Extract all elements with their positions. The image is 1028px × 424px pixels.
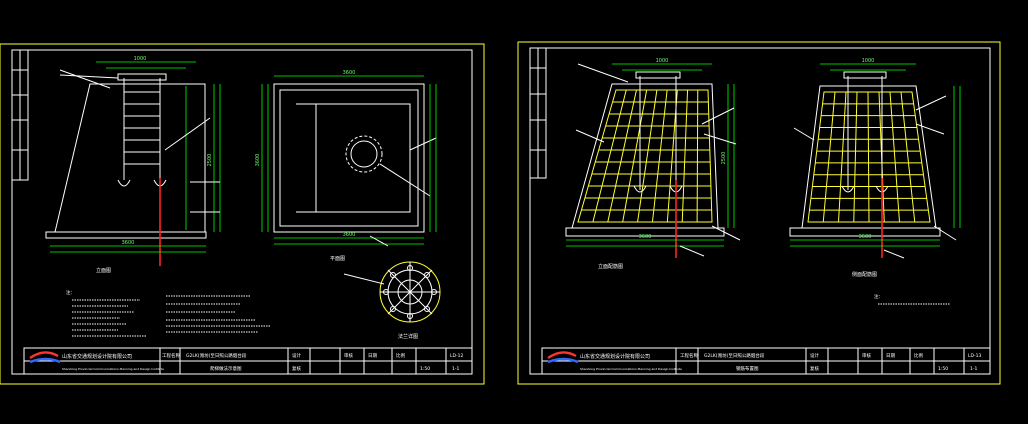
rebar-vertical: [681, 89, 689, 223]
sheet-2-designer-label: 设计: [810, 352, 819, 359]
sheet-1-binding-strip: [11, 49, 29, 181]
sheet-2-scale-label: 比例: [914, 352, 923, 359]
sheet-2-drawing-title: 钢筋布置图: [736, 365, 759, 372]
rebar-vertical: [822, 91, 836, 223]
sheet-1-company: 山东省交通规划设计院有限公司: [62, 353, 132, 360]
sheet-1-company-en: Shandong Provincial Communications Plann…: [62, 367, 164, 371]
sheet-2-dim-top: 1000: [656, 58, 669, 64]
sheet-2-approver-label: 审核: [862, 352, 871, 359]
rebar-vertical: [637, 89, 658, 223]
sheet-1-approver-label: 审核: [344, 352, 353, 359]
rebar-vertical: [838, 91, 847, 223]
rebar-vertical: [889, 91, 900, 223]
sheet-1-dim-base: 3600: [122, 240, 135, 246]
sheet-2-date-label: 日期: [886, 353, 895, 359]
rebar-vertical: [853, 91, 858, 223]
sheet-2-project-label: 工程名称: [680, 352, 698, 359]
rebar-vertical: [651, 89, 668, 223]
sheet-1-plan-dim-w: 3600: [343, 70, 356, 76]
svg-text:注：: 注：: [66, 289, 75, 296]
sheet-1-project-name: G2LK(潍坊)至日照公路烟台段: [186, 352, 247, 359]
rebar-vertical: [900, 91, 916, 223]
sheet-1-project-label: 工程名称: [162, 352, 180, 359]
sheet-2-reviewer-label: 复核: [810, 365, 819, 372]
sheet-2-dim-height: 2500: [721, 152, 727, 165]
sheet-2-rebar-elevation: [565, 63, 741, 258]
rebar-vertical: [622, 89, 648, 223]
sheet-1-notes: 注：: [66, 289, 270, 337]
sheet-2-outer-frame: [517, 41, 1001, 385]
sheet-1-date-label: 日期: [368, 353, 377, 359]
sheet-1-elevation-title: 立面图: [96, 267, 111, 274]
svg-text:注：: 注：: [874, 293, 883, 300]
sheet-2-company-en: Shandong Provincial Communications Plann…: [580, 367, 682, 371]
sheet-1-dim-top: 1000: [134, 56, 147, 62]
sheet-1-plan-dim-h: 3600: [255, 154, 261, 167]
sheet-1-designer-label: 设计: [292, 352, 301, 359]
sheet-2-sheet-count: 1-1: [970, 366, 977, 372]
rebar-vertical: [867, 91, 870, 223]
sheet-1-scale: 1:50: [420, 366, 430, 372]
sheet-2-side-title: 侧面配筋图: [852, 271, 877, 278]
sheet-1-detail-title: 法兰详图: [398, 333, 418, 340]
sheet-1-plan-title: 平面图: [330, 256, 345, 262]
sheet-1-elevation-view: [45, 61, 221, 266]
sheet-1-drawing-title: 爬梯做法示意图: [210, 365, 242, 372]
sheet-1-sheet-count: 1-1: [452, 366, 459, 372]
sheet-2-side-dim-base: 3600: [859, 234, 872, 240]
sheet-1-scale-label: 比例: [396, 352, 405, 359]
sheet-1-reviewer-label: 复核: [292, 365, 301, 372]
sheet-2[interactable]: 1000 3600 2500 立面配筋图: [517, 41, 1001, 385]
sheet-1-flange-detail: [343, 261, 441, 323]
sheet-1-title-block: [23, 347, 473, 375]
rebar-vertical: [607, 89, 637, 223]
sheet-1-outer-frame: [0, 43, 485, 385]
sheet-1-plan-dim-w2: 3600: [343, 232, 356, 238]
sheet-2-elevation-title: 立面配筋图: [598, 263, 623, 270]
sheet-2-rebar-side: [789, 63, 961, 259]
sheet-1[interactable]: 1000 3600 2500 立面图 3600 3600 3600 平面图: [0, 43, 485, 385]
sheet-1-sheet-no: LD-12: [450, 353, 463, 359]
sheet-1-dim-height: 2500: [207, 154, 213, 167]
rebar-vertical: [696, 89, 699, 223]
sheet-2-dim-base: 3600: [639, 234, 652, 240]
sheet-1-plan-view: [261, 75, 437, 247]
sheet-2-company: 山东省交通规划设计院有限公司: [580, 353, 650, 360]
sheet-2-title-block: [541, 347, 991, 375]
sheet-2-sheet-no: LD-13: [968, 353, 981, 359]
sheet-2-scale: 1:50: [938, 366, 948, 372]
sheet-2-project-name: G2LK(潍坊)至日照公路烟台段: [704, 352, 765, 359]
sheet-2-side-dim-top: 1000: [862, 58, 875, 64]
sheet-2-binding-strip: [529, 47, 547, 179]
rebar-vertical: [592, 89, 627, 223]
sheet-2-notes: 注：: [874, 293, 950, 305]
